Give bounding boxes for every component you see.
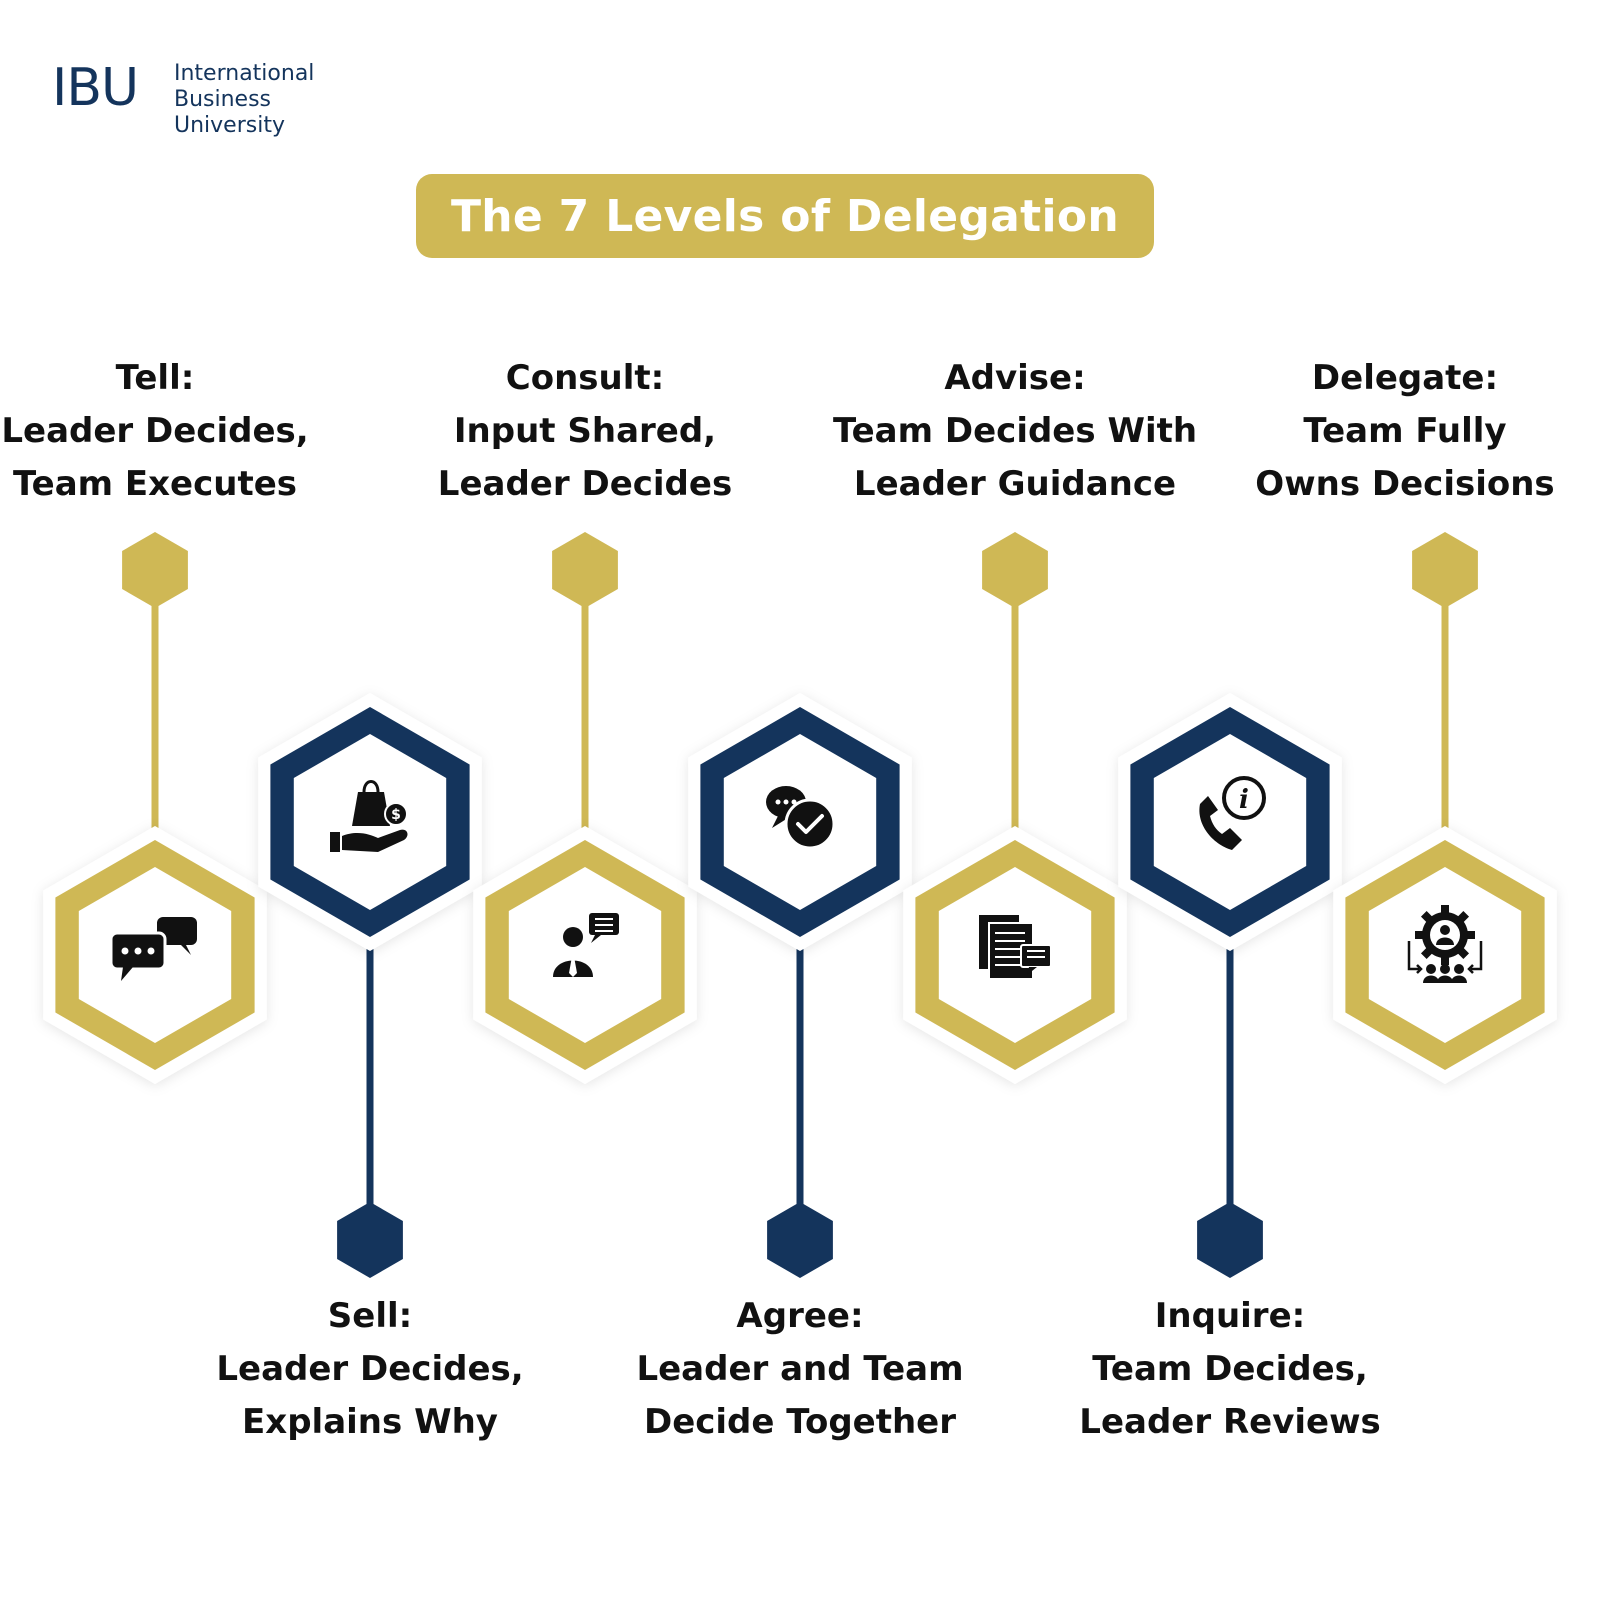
svg-text:i: i bbox=[1239, 785, 1249, 815]
level-heading: Delegate: bbox=[1311, 358, 1499, 398]
level-description: Leader and Team bbox=[636, 1349, 964, 1389]
title-banner: The 7 Levels of Delegation bbox=[416, 174, 1154, 258]
terminal-hexagon bbox=[982, 532, 1048, 608]
level-heading: Tell: bbox=[115, 358, 195, 398]
svg-text:$: $ bbox=[391, 807, 401, 823]
level-description: Team Decides, bbox=[1092, 1349, 1368, 1389]
phone-info-icon: i bbox=[1199, 776, 1266, 850]
level-label-1: Tell: Leader Decides, Team Executes bbox=[0, 352, 345, 511]
level-description: Decide Together bbox=[643, 1402, 957, 1442]
logo-wordmark: International Business University bbox=[174, 61, 394, 139]
level-description: Owns Decisions bbox=[1255, 464, 1555, 504]
level-hexagon bbox=[473, 826, 697, 1084]
level-heading: Agree: bbox=[736, 1296, 864, 1336]
level-description: Explains Why bbox=[242, 1402, 498, 1442]
level-description: Leader Decides, bbox=[1, 411, 309, 451]
logo-line: Business bbox=[174, 87, 272, 112]
level-description: Input Shared, bbox=[453, 411, 717, 451]
documents-icon bbox=[979, 915, 1052, 980]
level-label-2: Sell: Leader Decides, Explains Why bbox=[180, 1290, 560, 1449]
logo-mark: IBU bbox=[52, 58, 139, 118]
person-speech-icon bbox=[553, 913, 619, 977]
level-heading: Sell: bbox=[327, 1296, 413, 1336]
level-description: Leader Decides bbox=[437, 464, 733, 504]
level-heading: Consult: bbox=[505, 358, 665, 398]
terminal-hexagon bbox=[337, 1202, 403, 1278]
level-label-3: Consult: Input Shared, Leader Decides bbox=[395, 352, 775, 511]
level-description: Team Fully bbox=[1303, 411, 1507, 451]
chat-bubbles-icon bbox=[109, 917, 197, 981]
level-label-6: Inquire: Team Decides, Leader Reviews bbox=[1040, 1290, 1420, 1449]
terminal-hexagon bbox=[1412, 532, 1478, 608]
team-gear-icon bbox=[1407, 905, 1483, 983]
logo-line: International bbox=[174, 61, 315, 86]
hand-money-bag-icon: $ bbox=[330, 780, 408, 852]
level-heading: Advise: bbox=[944, 358, 1086, 398]
terminal-hexagon bbox=[1197, 1202, 1263, 1278]
page-title: The 7 Levels of Delegation bbox=[450, 190, 1120, 242]
level-description: Team Executes bbox=[12, 464, 298, 504]
terminal-hexagon bbox=[552, 532, 618, 608]
level-description: Leader Reviews bbox=[1079, 1402, 1381, 1442]
level-hexagon bbox=[1118, 693, 1342, 951]
chat-check-icon bbox=[766, 786, 836, 850]
level-heading: Inquire: bbox=[1154, 1296, 1306, 1336]
level-description: Leader Decides, bbox=[216, 1349, 524, 1389]
logo-line: University bbox=[174, 113, 285, 138]
terminal-hexagon bbox=[122, 532, 188, 608]
level-description: Leader Guidance bbox=[853, 464, 1177, 504]
level-description: Team Decides With bbox=[832, 411, 1198, 451]
terminal-hexagon bbox=[767, 1202, 833, 1278]
